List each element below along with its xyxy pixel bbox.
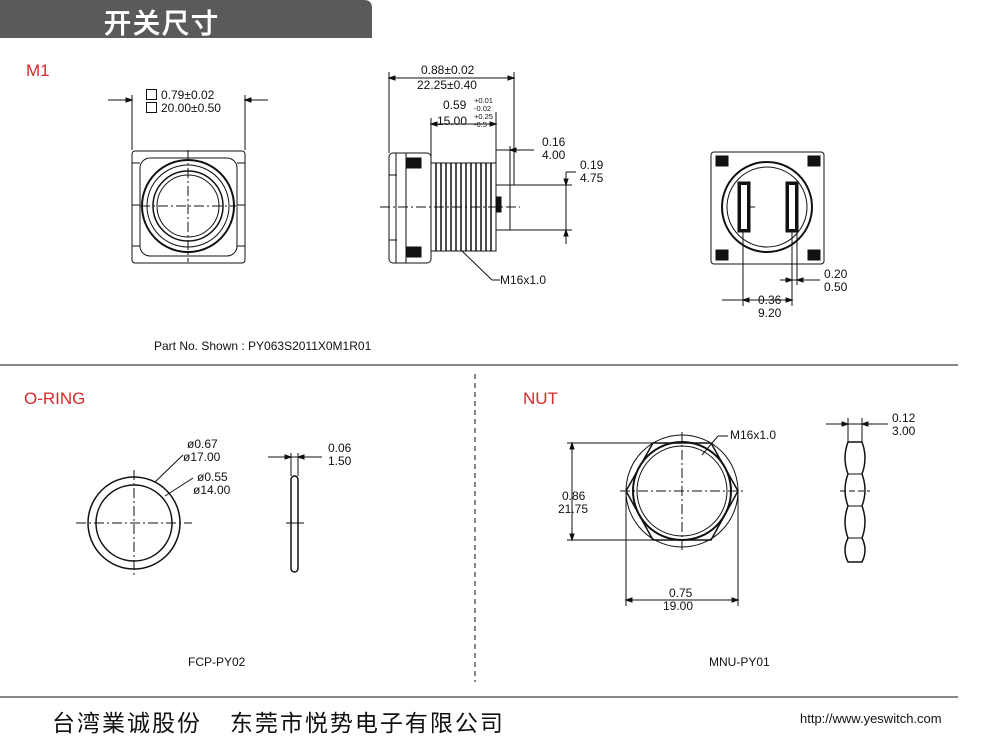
m1-rear-pitch-inch: 0.36 — [758, 293, 782, 307]
website-link[interactable]: http://www.yeswitch.com — [800, 711, 942, 726]
oring-od-mm: ø17.00 — [183, 450, 221, 464]
oring-front-view — [76, 454, 194, 578]
m1-front-dim-mm: 20.00±0.50 — [146, 102, 221, 115]
section-label-oring: O-RING — [24, 389, 86, 408]
m1-rear-gap-mm: 0.50 — [824, 280, 848, 294]
square-symbol-icon — [146, 89, 157, 100]
m1-thread-inch: 0.59 — [443, 98, 467, 112]
section-label-nut: NUT — [523, 389, 558, 408]
m1-thread-inch-tol-plus: +0.01 — [474, 96, 493, 105]
m1-overall-mm: 22.25±0.40 — [417, 78, 477, 92]
oring-thick-mm: 1.50 — [328, 454, 352, 468]
nut-side-view — [826, 418, 888, 563]
oring-id-mm: ø14.00 — [193, 483, 231, 497]
m1-thread-mm-tol-minus: -0.5 — [474, 120, 487, 129]
m1-thread-mm: 15.00 — [437, 114, 468, 128]
oring-id-inch: ø0.55 — [197, 470, 228, 484]
oring-part-number: FCP-PY02 — [188, 655, 246, 669]
m1-term-mm: 4.00 — [542, 148, 566, 162]
nut-part-number: MNU-PY01 — [709, 655, 770, 669]
m1-part-number: Part No. Shown : PY063S2011X0M1R01 — [154, 339, 372, 353]
header-tab — [0, 0, 372, 38]
nut-front-view — [567, 432, 744, 606]
m1-side-view — [380, 72, 576, 281]
nut-width-inch: 0.75 — [669, 586, 693, 600]
m1-rear-gap-inch: 0.20 — [824, 267, 848, 281]
oring-od-inch: ø0.67 — [187, 437, 218, 451]
nut-thick-mm: 3.00 — [892, 424, 916, 438]
m1-tab-mm: 4.75 — [580, 171, 604, 185]
oring-thick-inch: 0.06 — [328, 441, 352, 455]
m1-rear-view — [710, 151, 825, 306]
nut-thick-inch: 0.12 — [892, 411, 916, 425]
nut-thread-spec: M16x1.0 — [730, 428, 777, 442]
section-label-m1: M1 — [26, 61, 50, 80]
m1-tab-inch: 0.19 — [580, 158, 604, 172]
page-title: 开关尺寸 — [104, 9, 220, 40]
m1-front-dim-inch: 0.79±0.02 — [146, 89, 214, 102]
m1-thread-spec: M16x1.0 — [500, 273, 547, 287]
oring-side-view — [268, 453, 322, 573]
m1-rear-pitch-mm: 9.20 — [758, 306, 782, 320]
m1-thread-mm-tol-plus: +0.25 — [474, 112, 493, 121]
company-name: 台湾業诚股份 东莞市悦势电子有限公司 — [52, 711, 505, 737]
nut-height-mm: 21.75 — [558, 502, 589, 516]
square-symbol-icon — [146, 102, 157, 113]
m1-overall-inch: 0.88±0.02 — [421, 63, 475, 77]
m1-thread-inch-tol-minus: -0.02 — [474, 104, 492, 113]
m1-term-inch: 0.16 — [542, 135, 566, 149]
nut-width-mm: 19.00 — [663, 599, 694, 613]
nut-height-inch: 0.86 — [562, 489, 586, 503]
m1-front-view — [108, 95, 268, 264]
